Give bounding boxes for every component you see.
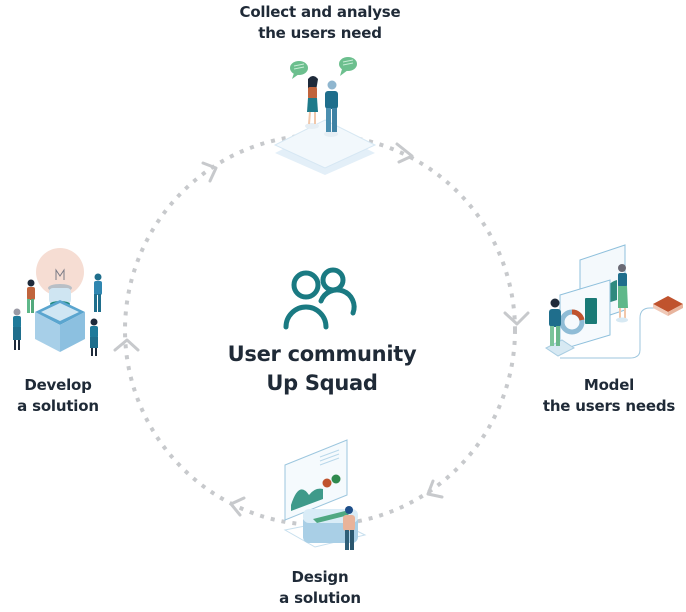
person-man (545, 298, 575, 357)
arrow-top-left (201, 161, 218, 183)
arrow-bottom-left (229, 496, 246, 517)
center-title: User community Up Squad (227, 342, 417, 395)
stage-label-collect: Collect and analyse the users need (239, 3, 401, 42)
stage-label-model: Model the users needs (542, 376, 676, 415)
person-man (27, 279, 35, 313)
approve-icon (331, 474, 341, 484)
users-group-icon (283, 267, 357, 330)
person-man (94, 273, 102, 312)
arrow-left (113, 338, 140, 352)
arrow-right (503, 311, 530, 326)
stage-label-develop: Develop a solution (17, 376, 99, 415)
design-screen-illustration (283, 439, 367, 550)
stage-label-design: Design a solution (279, 568, 361, 607)
speech-bubble-icon (290, 61, 308, 79)
reject-icon (322, 478, 332, 488)
modeling-charts-illustration (545, 244, 683, 359)
person-woman (305, 76, 319, 129)
person-woman (90, 318, 98, 356)
person-woman (616, 264, 628, 323)
lightbulb-icon (36, 248, 84, 296)
arrow-top-right (395, 142, 414, 164)
arrow-bottom-right (426, 479, 444, 499)
person-man (324, 80, 338, 137)
lightbulb-team-illustration (13, 248, 102, 356)
person-man (343, 506, 355, 550)
data-block-icon (653, 296, 683, 316)
person-woman (13, 308, 21, 350)
cycle-path (123, 133, 517, 527)
speech-bubble-icon (339, 57, 357, 76)
conversation-illustration (273, 57, 377, 175)
